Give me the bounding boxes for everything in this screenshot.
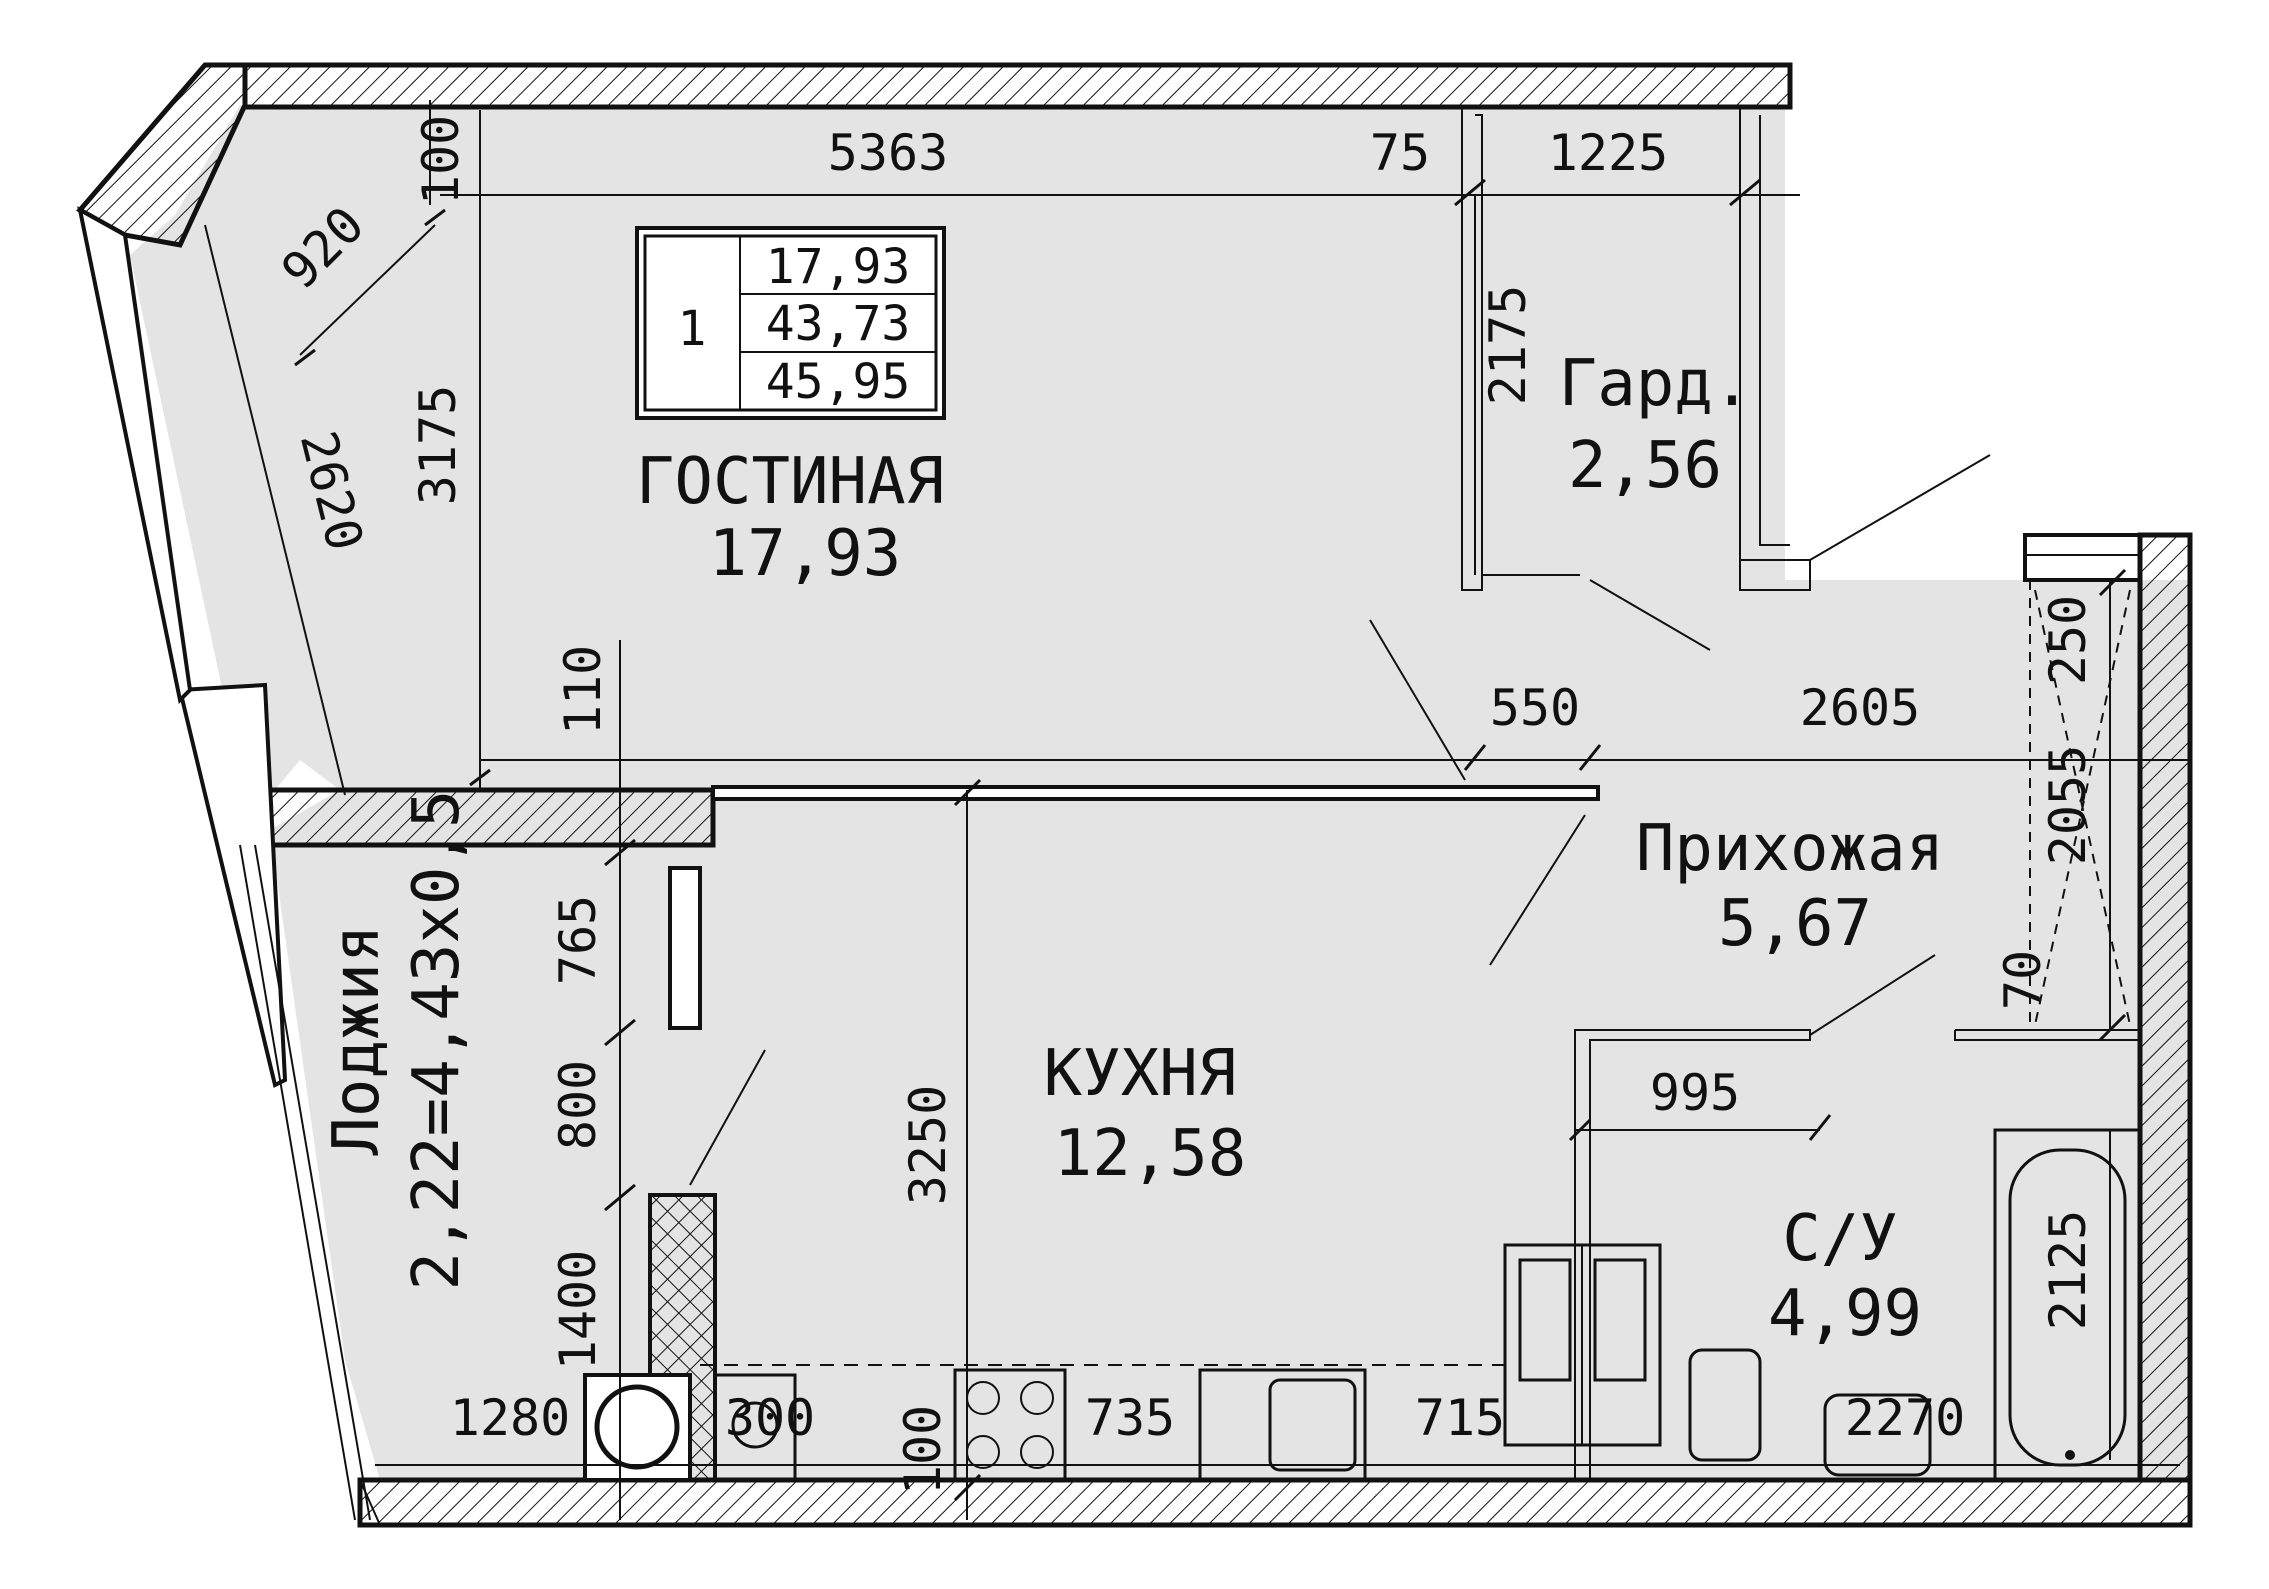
kitchen-sink xyxy=(1198,1368,1367,1482)
apartment-badge: 1 17,93 43,73 45,95 xyxy=(635,226,946,420)
dim-70: 70 xyxy=(1994,950,2052,1010)
living-door xyxy=(1369,619,1466,781)
apartment-total-area-loggia: 45,95 xyxy=(766,354,911,410)
top-wall xyxy=(242,62,1793,110)
dimension-lines xyxy=(204,100,2190,1520)
loggia-name: Лоджия xyxy=(320,924,394,1155)
doors xyxy=(689,454,1991,1186)
radiator xyxy=(668,866,702,1030)
right-wall xyxy=(2137,532,2193,1483)
wardrobe-door xyxy=(1589,579,1711,651)
loggia-parapet xyxy=(177,682,288,1088)
kitchen-door xyxy=(1489,814,1586,966)
hallway-area: 5,67 xyxy=(1718,887,1872,961)
apartment-total-area: 43,73 xyxy=(766,296,911,352)
boiler-circle xyxy=(594,1384,680,1470)
hallway-name: Прихожая xyxy=(1636,812,1944,886)
bathroom-name: С/У xyxy=(1782,1202,1898,1276)
dim-800: 800 xyxy=(549,1060,607,1150)
dim-250: 250 xyxy=(2039,595,2097,685)
dim-100-bottom: 100 xyxy=(894,1405,952,1495)
bottom-wall xyxy=(357,1477,2193,1528)
dim-3175: 3175 xyxy=(409,385,467,505)
dim-715: 715 xyxy=(1415,1389,1505,1447)
bathroom-area: 4,99 xyxy=(1768,1277,1922,1351)
dim-995: 995 xyxy=(1650,1064,1740,1122)
wardrobe-area: 2,56 xyxy=(1568,429,1722,503)
dim-550: 550 xyxy=(1490,679,1580,737)
kitchen-fixtures xyxy=(583,866,1662,1482)
apartment-rooms-count: 1 xyxy=(678,301,707,357)
dim-100-top: 100 xyxy=(412,115,470,205)
loggia-top-wall xyxy=(260,787,716,848)
living-room-name: ГОСТИНАЯ xyxy=(636,445,944,519)
dimension-labels: 5363 75 1225 100 920 2620 3175 2175 110 … xyxy=(271,115,2097,1495)
loggia-door xyxy=(689,1049,766,1186)
wardrobe-name: Гард. xyxy=(1559,347,1752,421)
exterior-walls xyxy=(76,62,2193,1528)
toilet xyxy=(1688,1348,1762,1462)
loggia-area: 2,22=4,43x0,5 xyxy=(400,790,474,1291)
dim-110: 110 xyxy=(554,645,612,735)
interior-walls xyxy=(711,105,2142,1480)
dim-1225: 1225 xyxy=(1548,124,1668,182)
bay-window-frame xyxy=(77,206,193,705)
dim-2055: 2055 xyxy=(2039,745,2097,865)
bathroom-door xyxy=(1809,954,1936,1036)
cabinet xyxy=(713,1373,797,1482)
dim-3250: 3250 xyxy=(899,1085,957,1205)
dim-765: 765 xyxy=(549,895,607,985)
dim-75: 75 xyxy=(1370,124,1430,182)
apartment-living-area: 17,93 xyxy=(766,239,911,295)
room-labels: ГОСТИНАЯ 17,93 Гард. 2,56 Прихожая 5,67 … xyxy=(320,347,1944,1351)
washbasin xyxy=(1823,1393,1932,1477)
stove xyxy=(953,1368,1067,1482)
dim-5363: 5363 xyxy=(828,124,948,182)
kitchen-name: КУХНЯ xyxy=(1044,1037,1237,1111)
dim-2605: 2605 xyxy=(1800,679,1920,737)
kitchen-area: 12,58 xyxy=(1054,1117,1247,1191)
dim-735: 735 xyxy=(1085,1389,1175,1447)
dim-1280: 1280 xyxy=(450,1389,570,1447)
boiler xyxy=(583,1373,692,1482)
kitchen-living-wall xyxy=(711,785,1600,801)
dim-2270: 2270 xyxy=(1845,1389,1965,1447)
dim-300: 300 xyxy=(725,1389,815,1447)
dim-2125: 2125 xyxy=(2039,1210,2097,1330)
bathtub xyxy=(1993,1128,2142,1482)
dim-1400: 1400 xyxy=(549,1250,607,1370)
living-room-area: 17,93 xyxy=(709,517,902,591)
dim-2175: 2175 xyxy=(1479,285,1537,405)
entry-door xyxy=(1809,454,1991,561)
